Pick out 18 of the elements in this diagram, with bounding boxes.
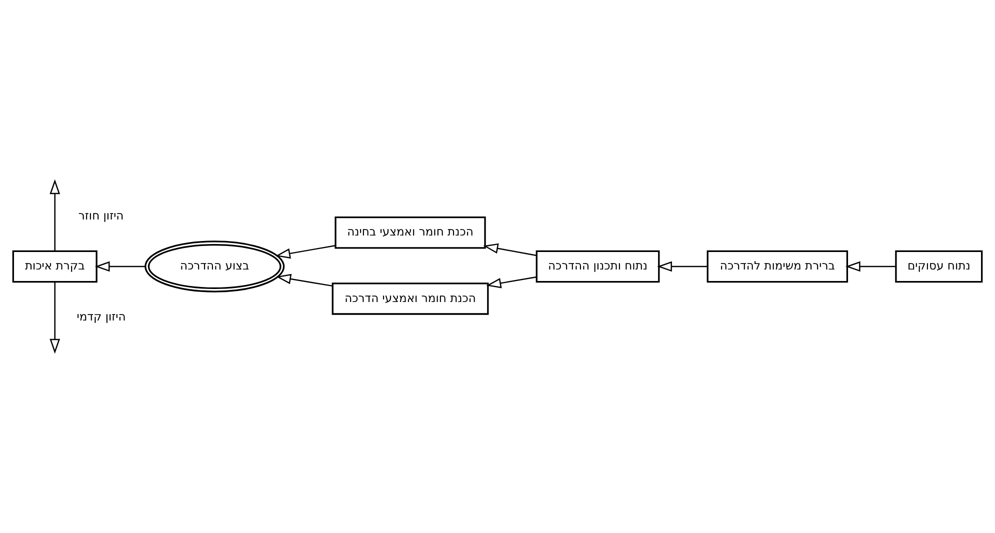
arrow — [50, 179, 60, 252]
edge-label: היזון חוזר — [78, 208, 124, 223]
node-box: נתוח עסוקים — [895, 250, 983, 283]
node-box: בקרת איכות — [12, 250, 98, 283]
node-box: ברירת משימות להדרכה — [706, 250, 848, 283]
edge-label: היזון קדמי — [76, 309, 126, 324]
arrow — [486, 276, 537, 288]
arrow — [845, 261, 896, 272]
node-ellipse: בצוע ההדרכה — [144, 240, 285, 292]
arrow — [275, 244, 336, 259]
arrow — [94, 261, 146, 272]
arrow — [50, 282, 60, 354]
arrow — [276, 274, 333, 287]
arrow — [483, 243, 537, 256]
node-box: הכנת חומר ואמצעי בחינה — [334, 216, 486, 249]
arrow — [657, 261, 708, 272]
node-box: נתוח ותכנון ההדרכה — [536, 250, 660, 283]
node-box: הכנת חומר ואמצעי הדרכה — [332, 282, 489, 315]
